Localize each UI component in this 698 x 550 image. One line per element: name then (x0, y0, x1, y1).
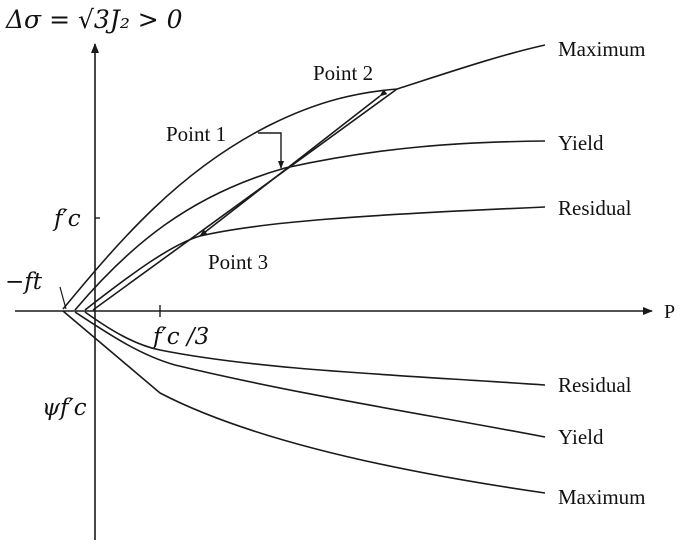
label-point-3: Point 3 (208, 250, 268, 274)
tick-label-neg-ft: −ft (5, 269, 43, 295)
lower-residual-curve (84, 311, 546, 386)
y-axis-label: Δσ = √3J₂ > 0 (5, 5, 183, 34)
tick-label-fc: f′c (52, 206, 81, 232)
label-upper-yield: Yield (558, 131, 604, 155)
tick-label-fc-over-3: f′c /3 (151, 324, 209, 350)
upper-yield-curve (74, 140, 546, 311)
loading-path (92, 88, 398, 311)
label-lower-residual: Residual (558, 373, 632, 397)
lower-maximum-curve (62, 310, 546, 494)
upper-residual-curve (84, 206, 546, 311)
label-point-1: Point 1 (166, 122, 226, 146)
label-upper-residual: Residual (558, 196, 632, 220)
label-upper-maximum: Maximum (558, 37, 646, 61)
point-1-indicator (258, 132, 284, 169)
upper-maximum-curve (62, 44, 546, 310)
lower-yield-curve (74, 311, 546, 438)
tick-label-psi-fc: ψf′c (42, 395, 87, 421)
unloading-path (199, 89, 388, 237)
label-point-2: Point 2 (313, 61, 373, 85)
label-lower-maximum: Maximum (558, 485, 646, 509)
label-lower-yield: Yield (558, 425, 604, 449)
x-axis-label: P (664, 301, 675, 323)
